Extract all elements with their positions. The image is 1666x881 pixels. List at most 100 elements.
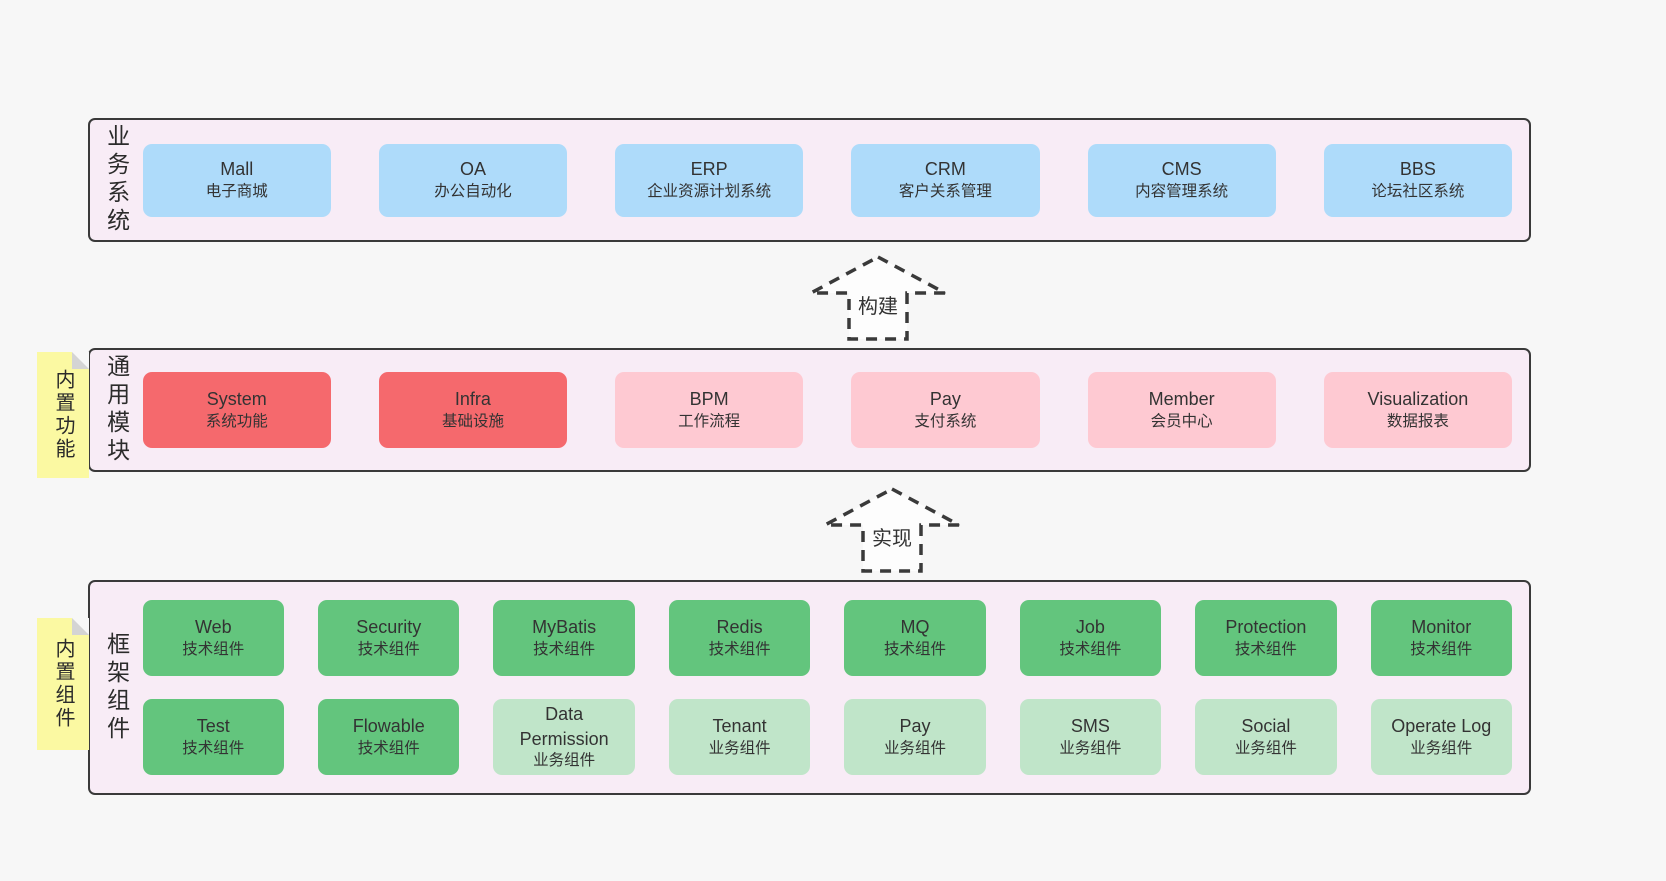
box-subtitle: 系统功能 — [205, 412, 268, 430]
box-bpm: BPM 工作流程 — [615, 372, 804, 448]
box-subtitle: 客户关系管理 — [898, 182, 992, 200]
box-title: Operate Log — [1391, 716, 1492, 737]
framework-row-1: Web 技术组件 Security 技术组件 MyBatis 技术组件 Redi… — [130, 600, 1529, 676]
box-subtitle: 电子商城 — [205, 182, 268, 200]
box-subtitle: 业务组件 — [1234, 739, 1297, 757]
box-mall: Mall 电子商城 — [142, 143, 331, 217]
box-title: Flowable — [352, 716, 425, 737]
box-title: Protection — [1225, 617, 1307, 638]
box-subtitle: 论坛社区系统 — [1371, 182, 1465, 200]
box-subtitle: 技术组件 — [182, 640, 245, 658]
box-pay: Pay 支付系统 — [851, 372, 1040, 448]
box-subtitle: 技术组件 — [357, 739, 420, 757]
box-subtitle: 业务组件 — [533, 751, 596, 769]
box-title: Data Permission — [519, 704, 609, 749]
box-subtitle: 业务组件 — [708, 739, 771, 757]
box-title: SMS — [1070, 716, 1110, 737]
box-title: Social — [1241, 716, 1291, 737]
box-infra: Infra 基础设施 — [378, 372, 568, 448]
box-oa: OA 办公自动化 — [378, 143, 568, 217]
box-title: MQ — [900, 617, 930, 638]
box-cms: CMS 内容管理系统 — [1087, 143, 1276, 217]
box-title: Web — [194, 617, 232, 638]
box-title: CRM — [924, 159, 966, 180]
box-title: OA — [459, 159, 486, 180]
box-title: BPM — [689, 389, 729, 410]
box-subtitle: 办公自动化 — [434, 182, 512, 200]
box-subtitle: 技术组件 — [1234, 640, 1297, 658]
layer-label-framework-components: 框架组件 — [103, 631, 130, 744]
box-job: Job 技术组件 — [1019, 600, 1162, 676]
box-member: Member 会员中心 — [1087, 372, 1276, 448]
box-subtitle: 工作流程 — [678, 412, 741, 430]
box-subtitle: 内容管理系统 — [1135, 182, 1229, 200]
layer-label-common-modules: 通用模块 — [103, 354, 130, 466]
box-visualization: Visualization 数据报表 — [1323, 372, 1512, 448]
box-subtitle: 企业资源计划系统 — [647, 182, 772, 200]
box-flowable: Flowable 技术组件 — [318, 699, 460, 775]
box-subtitle: 会员中心 — [1150, 412, 1213, 430]
box-web: Web 技术组件 — [142, 600, 285, 676]
box-title: Tenant — [712, 716, 767, 737]
box-title: Mall — [220, 159, 254, 180]
box-subtitle: 数据报表 — [1386, 412, 1449, 430]
box-subtitle: 技术组件 — [357, 640, 420, 658]
box-subtitle: 业务组件 — [1410, 739, 1473, 757]
box-subtitle: 技术组件 — [1059, 640, 1122, 658]
framework-row-2: Test 技术组件 Flowable 技术组件 Data Permission … — [130, 699, 1529, 775]
box-title: Infra — [454, 389, 491, 410]
box-tenant: Tenant 业务组件 — [668, 699, 811, 775]
sticky-note-label: 内置组件 — [52, 638, 74, 730]
box-title: Visualization — [1367, 389, 1469, 410]
business-systems-row: Mall 电子商城 OA 办公自动化 ERP 企业资源计划系统 CRM 客户关系… — [130, 143, 1529, 217]
box-bbs: BBS 论坛社区系统 — [1323, 143, 1512, 217]
arrow-build-label: 构建 — [856, 290, 900, 319]
arrow-build: 构建 — [808, 254, 948, 342]
box-title: Member — [1148, 389, 1215, 410]
box-sms: SMS 业务组件 — [1019, 699, 1162, 775]
box-protection: Protection 技术组件 — [1195, 600, 1337, 676]
box-social: Social 业务组件 — [1195, 699, 1337, 775]
box-title: MyBatis — [532, 617, 597, 638]
layer-framework-components: 内置组件 框架组件 Web 技术组件 Security 技术组件 MyBatis… — [37, 580, 1531, 795]
box-subtitle: 技术组件 — [1410, 640, 1473, 658]
box-title: System — [206, 389, 267, 410]
box-title: BBS — [1399, 159, 1436, 180]
layer-label-business-systems: 业务系统 — [103, 124, 130, 236]
arrow-implement: 实现 — [822, 486, 962, 574]
box-title: Pay — [929, 389, 961, 410]
layer-common-modules: 内置功能 通用模块 System 系统功能 Infra 基础设施 BPM 工作流… — [37, 348, 1531, 478]
sticky-note-built-in-components: 内置组件 — [37, 618, 89, 750]
box-title: Pay — [899, 716, 931, 737]
box-redis: Redis 技术组件 — [668, 600, 811, 676]
box-subtitle: 技术组件 — [708, 640, 771, 658]
box-subtitle: 基础设施 — [441, 412, 504, 430]
box-subtitle: 技术组件 — [182, 739, 245, 757]
box-title: CMS — [1161, 159, 1202, 180]
box-erp: ERP 企业资源计划系统 — [615, 143, 804, 217]
box-subtitle: 技术组件 — [883, 640, 946, 658]
box-monitor: Monitor 技术组件 — [1370, 600, 1512, 676]
sticky-note-built-in-features: 内置功能 — [37, 352, 89, 478]
box-subtitle: 业务组件 — [1059, 739, 1122, 757]
box-data-permission: Data Permission 业务组件 — [493, 699, 635, 775]
layer-business-systems: 业务系统 Mall 电子商城 OA 办公自动化 ERP 企业资源计划系统 CRM… — [88, 118, 1531, 242]
box-operate-log: Operate Log 业务组件 — [1370, 699, 1512, 775]
box-pay-component: Pay 业务组件 — [844, 699, 986, 775]
box-title: Security — [356, 617, 422, 638]
box-title: Test — [196, 716, 230, 737]
box-mq: MQ 技术组件 — [844, 600, 986, 676]
box-system: System 系统功能 — [142, 372, 331, 448]
box-title: Redis — [716, 617, 763, 638]
box-subtitle: 技术组件 — [533, 640, 596, 658]
framework-components-rows: Web 技术组件 Security 技术组件 MyBatis 技术组件 Redi… — [130, 600, 1529, 775]
box-security: Security 技术组件 — [318, 600, 460, 676]
box-mybatis: MyBatis 技术组件 — [493, 600, 635, 676]
box-test: Test 技术组件 — [142, 699, 285, 775]
box-title: ERP — [690, 159, 728, 180]
common-modules-row: System 系统功能 Infra 基础设施 BPM 工作流程 Pay 支付系统… — [130, 372, 1529, 448]
arrow-implement-label: 实现 — [870, 522, 914, 551]
box-crm: CRM 客户关系管理 — [851, 143, 1040, 217]
box-title: Monitor — [1411, 617, 1472, 638]
